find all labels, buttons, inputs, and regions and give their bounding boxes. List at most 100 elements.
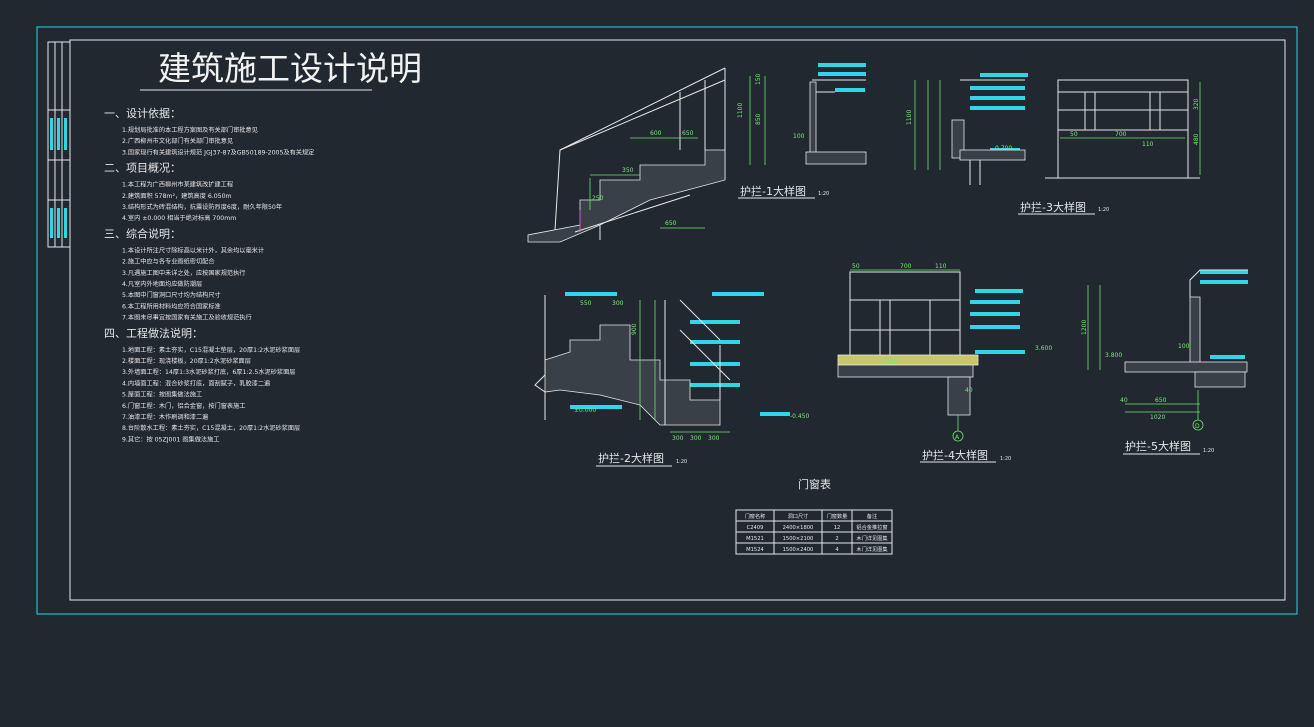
notes-item: 2.施工中应与各专业图纸密切配合 bbox=[122, 258, 215, 266]
table-header-cell: 洞口尺寸 bbox=[788, 512, 809, 520]
table-cell: 1500×2100 bbox=[783, 536, 814, 542]
notes-item: 3.外墙面工程：14厚1:3水泥砂浆打底，6厚1:2.5水泥砂浆面层 bbox=[122, 368, 295, 376]
notes-item: 3.国家现行有关建筑设计规范 JGJ37-87及GB50189-2005及有关规… bbox=[122, 148, 314, 156]
dim-h3-1100: 1100 bbox=[906, 110, 913, 125]
scale-hulan-3: 1:20 bbox=[1098, 207, 1109, 213]
label-hulan-2: 护拦-2大样图 bbox=[598, 451, 664, 465]
table-cell: 12 bbox=[834, 525, 841, 531]
notes-item: 2.广西柳州市文化部门有关部门审批意见 bbox=[122, 137, 233, 145]
dim-stair-650b: 650 bbox=[665, 220, 677, 227]
dim-h2-300: 300 bbox=[612, 300, 624, 307]
dim-h4-50: 50 bbox=[852, 263, 860, 270]
dim-h5-100: 100 bbox=[1178, 343, 1190, 350]
dim-h2-300a: 300 bbox=[672, 435, 684, 442]
notes-item: 1.规划局批准的本工程方案图及有关部门审批意见 bbox=[122, 126, 258, 134]
scale-hulan-1: 1:20 bbox=[818, 191, 829, 197]
dim-stair-650: 650 bbox=[682, 130, 694, 137]
hulan-2-detail: 550 300 900 300 300 300 ±0.000 -0.450 护拦… bbox=[534, 292, 810, 467]
notes-section-heading: 一、设计依据： bbox=[104, 106, 181, 120]
notes-section-heading: 四、工程做法说明： bbox=[104, 326, 203, 340]
axis-a: A bbox=[955, 434, 960, 441]
dim-h4-40: 40 bbox=[965, 387, 973, 394]
dim-h1-150: 150 bbox=[755, 73, 762, 85]
table-cell: 1500×2400 bbox=[783, 547, 814, 553]
main-title: 建筑施工设计说明 bbox=[158, 49, 422, 88]
design-notes: 一、设计依据： 1.规划局批准的本工程方案图及有关部门审批意见 2.广西柳州市文化部… bbox=[104, 106, 314, 443]
outer-frame bbox=[36, 26, 1298, 615]
notes-item: 2.建筑面积 578m²，建筑高度 6.050m bbox=[122, 192, 232, 200]
notes-section-heading: 二、项目概况： bbox=[104, 162, 181, 175]
level-h2-0: ±0.000 bbox=[574, 407, 596, 414]
notes-item: 4.凡室内外地面均应做防潮层 bbox=[122, 280, 202, 288]
level-h5-3800: 3.800 bbox=[1105, 352, 1122, 359]
dim-h3-320: 320 bbox=[1193, 98, 1200, 110]
scale-hulan-5: 1:20 bbox=[1203, 448, 1214, 454]
hulan-3-detail: 1100 0.700 50 700 110 320 480 护拦-3大样图 1:… bbox=[906, 73, 1201, 215]
dim-h2-550: 550 bbox=[580, 300, 592, 307]
scale-hulan-4: 1:20 bbox=[1000, 456, 1011, 462]
door-window-table-title: 门窗表 bbox=[798, 477, 831, 491]
label-hulan-1: 护拦-1大样图 bbox=[740, 184, 806, 198]
table-header-cell: 门窗名称 bbox=[745, 512, 766, 520]
notes-item: 7.油漆工程：木作刷调和漆二遍 bbox=[122, 413, 209, 421]
dim-h1-1100: 1100 bbox=[737, 103, 744, 118]
level-h4-3600: 3.600 bbox=[1035, 345, 1052, 352]
dim-h2-300c: 300 bbox=[708, 435, 720, 442]
notes-item: 1.地面工程：素土夯实，C15混凝土垫层，20厚1:2水泥砂浆面层 bbox=[122, 346, 300, 354]
notes-item: 4.室内 ±0.000 相当于绝对标高 700mm bbox=[122, 214, 236, 222]
scale-hulan-2: 1:20 bbox=[676, 459, 687, 465]
notes-item: 8.台阶散水工程：素土夯实，C15混凝土，20厚1:2水泥砂浆面层 bbox=[122, 424, 300, 432]
notes-item: 9.其它：按 05ZJ001 图集做法施工 bbox=[122, 435, 219, 443]
dim-h5-40: 40 bbox=[1120, 397, 1128, 404]
table-cell: 木门详见图集 bbox=[856, 545, 888, 553]
table-header-cell: 门窗数量 bbox=[827, 512, 848, 520]
notes-item: 3.凡遇施工图中未详之处，应按国家规范执行 bbox=[122, 269, 245, 277]
dim-h5-1020: 1020 bbox=[1150, 414, 1165, 421]
label-hulan-3: 护拦-3大样图 bbox=[1020, 200, 1086, 214]
dim-h2-900: 900 bbox=[631, 323, 638, 335]
dim-h3-700: 700 bbox=[1115, 131, 1127, 138]
dim-h1-100: 100 bbox=[793, 133, 805, 140]
door-window-table: 门窗名称 洞口尺寸 门窗数量 备注 C2409 2400×1800 12 铝合金推拉窗 M152… bbox=[735, 509, 893, 555]
dim-h4-700: 700 bbox=[900, 263, 912, 270]
notes-item: 2.楼面工程：现浇楼板，20厚1:2水泥砂浆面层 bbox=[122, 357, 251, 365]
notes-item: 6.本工程所用材料均应符合国家标准 bbox=[122, 302, 221, 310]
dim-h3-50: 50 bbox=[1070, 131, 1078, 138]
label-hulan-4: 护拦-4大样图 bbox=[922, 448, 988, 462]
table-cell: 4 bbox=[835, 547, 839, 553]
notes-item: 5.屋面工程：按图集做法施工 bbox=[122, 391, 202, 399]
table-cell: C2409 bbox=[747, 525, 764, 531]
dim-stair-350: 350 bbox=[622, 167, 634, 174]
title-block-strip bbox=[47, 41, 71, 248]
notes-item: 5.本图中门窗洞口尺寸均为结构尺寸 bbox=[122, 291, 221, 299]
hulan-1-detail: 1100 850 100 150 护拦-1大样图 1:20 bbox=[737, 63, 867, 199]
dim-h5-1200: 1200 bbox=[1081, 320, 1088, 335]
table-cell: M1524 bbox=[746, 547, 764, 553]
hulan-5-detail: 1200 100 3.800 650 1020 40 D 护拦-5大样图 1:2… bbox=[1081, 269, 1248, 455]
label-hulan-5: 护拦-5大样图 bbox=[1125, 439, 1191, 453]
table-cell: M1521 bbox=[746, 536, 764, 542]
inner-frame bbox=[69, 39, 1286, 601]
notes-item: 1.本设计所注尺寸除标高以米计外，其余均以毫米计 bbox=[122, 246, 264, 254]
table-cell: 铝合金推拉窗 bbox=[856, 523, 887, 531]
dim-h3-480: 480 bbox=[1193, 133, 1200, 145]
notes-section-heading: 三、综合说明： bbox=[104, 226, 181, 240]
notes-item: 3.结构形式为砖混结构，抗震设防烈度6度，耐久年限50年 bbox=[122, 203, 282, 211]
axis-d: D bbox=[1195, 423, 1200, 430]
level-h3-0700: 0.700 bbox=[995, 145, 1012, 152]
dim-h4-110: 110 bbox=[935, 263, 947, 270]
notes-item: 7.本图未尽事宜按国家有关施工及验收规范执行 bbox=[122, 314, 252, 322]
dim-h3-110: 110 bbox=[1142, 141, 1154, 148]
table-cell: 2400×1800 bbox=[783, 525, 814, 531]
level-h2-450: -0.450 bbox=[790, 413, 810, 420]
table-cell: 木门详见图集 bbox=[856, 534, 888, 542]
dim-h5-650: 650 bbox=[1155, 397, 1167, 404]
notes-item: 4.内墙面工程：混合砂浆打底，面刮腻子，乳胶漆二遍 bbox=[122, 379, 271, 387]
table-header-cell: 备注 bbox=[867, 512, 877, 520]
stair-section-detail: 600 650 350 650 250 bbox=[527, 67, 726, 243]
notes-item: 1.本工程为广西柳州市某建筑改扩建工程 bbox=[122, 181, 233, 189]
notes-item: 6.门窗工程：木门，铝合金窗，按门窗表施工 bbox=[122, 402, 245, 410]
dim-stair-250: 250 bbox=[592, 195, 604, 202]
level-h4-2200: 2.200 bbox=[880, 358, 897, 365]
